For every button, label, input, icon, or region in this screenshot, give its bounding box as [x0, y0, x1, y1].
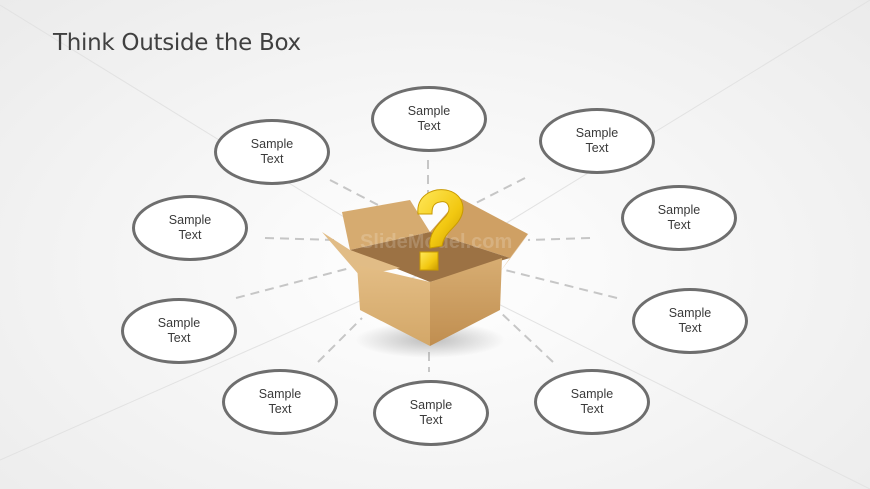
node-label-line1: Sample	[250, 137, 294, 151]
cardboard-box-icon: SlideModel.com	[322, 198, 530, 346]
question-mark-icon	[417, 189, 464, 271]
node-label-line1: Sample	[575, 126, 619, 140]
node-right-upper[interactable]: Sample Text	[621, 185, 737, 251]
node-bottom[interactable]: Sample Text	[373, 380, 489, 446]
node-left-lower[interactable]: Sample Text	[121, 298, 237, 364]
node-label-line2: Text	[417, 119, 441, 133]
connector-lines	[235, 160, 618, 372]
node-label-line1: Sample	[657, 203, 701, 217]
node-label-line1: Sample	[409, 398, 453, 412]
node-right-lower[interactable]: Sample Text	[632, 288, 748, 354]
node-label-line1: Sample	[258, 387, 302, 401]
node-top[interactable]: Sample Text	[371, 86, 487, 152]
node-label-line1: Sample	[168, 213, 212, 227]
node-label-line1: Sample	[407, 104, 451, 118]
node-bottom-left[interactable]: Sample Text	[222, 369, 338, 435]
node-bottom-right[interactable]: Sample Text	[534, 369, 650, 435]
node-label-line2: Text	[585, 141, 609, 155]
node-label-line2: Text	[678, 321, 702, 335]
node-label-line2: Text	[268, 402, 292, 416]
node-left-upper[interactable]: Sample Text	[132, 195, 248, 261]
node-label-line2: Text	[667, 218, 691, 232]
node-label-line2: Text	[167, 331, 191, 345]
node-top-right[interactable]: Sample Text	[539, 108, 655, 174]
node-label-line1: Sample	[157, 316, 201, 330]
node-label-line2: Text	[178, 228, 202, 242]
node-label-line1: Sample	[570, 387, 614, 401]
slide-title: Think Outside the Box	[53, 30, 301, 56]
node-label-line1: Sample	[668, 306, 712, 320]
node-label-line2: Text	[580, 402, 604, 416]
node-label-line2: Text	[260, 152, 284, 166]
node-top-left[interactable]: Sample Text	[214, 119, 330, 185]
node-label-line2: Text	[419, 413, 443, 427]
